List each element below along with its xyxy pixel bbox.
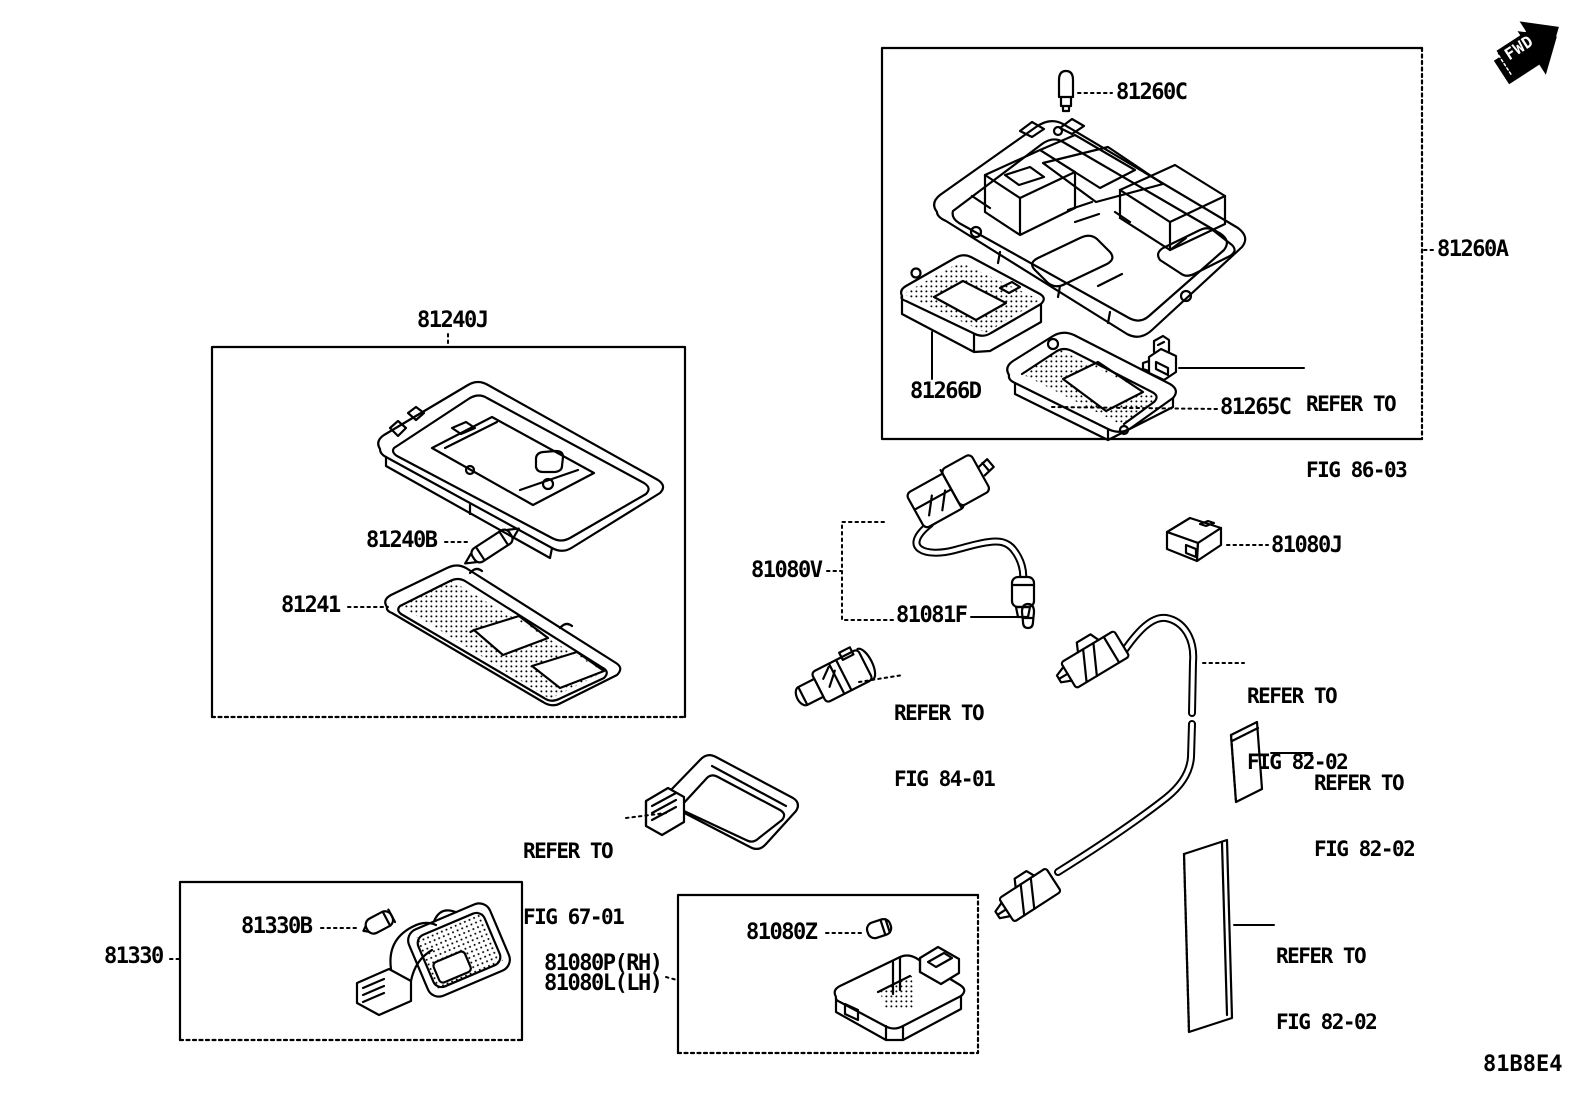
lens-81265C-art	[1006, 331, 1177, 442]
ref-line2: FIG 82-02	[1314, 837, 1416, 861]
ref-line1: REFER TO	[1276, 944, 1367, 968]
part-label-81266D[interactable]: 81266D	[910, 379, 982, 404]
ref-note-fig86-03: REFER TO FIG 86-03	[1306, 349, 1408, 525]
part-label-81330B[interactable]: 81330B	[241, 914, 313, 939]
ref-line1: REFER TO	[894, 701, 985, 725]
part-label-81080V[interactable]: 81080V	[751, 558, 823, 583]
part-label-81265C[interactable]: 81265C	[1220, 395, 1292, 420]
ref-note-fig82-02-harness: REFER TO FIG 82-02	[1247, 641, 1349, 817]
ref-line1: REFER TO	[523, 839, 614, 863]
ref-note-fig67-01: REFER TO FIG 67-01	[523, 796, 625, 972]
ref-line1: REFER TO	[1306, 392, 1397, 416]
panel-fig82-02-art	[1182, 838, 1234, 1034]
part-label-81240J[interactable]: 81240J	[417, 308, 489, 333]
part-label-81260C[interactable]: 81260C	[1116, 80, 1188, 105]
lens-81266D-art	[900, 254, 1045, 354]
part-label-81080Z[interactable]: 81080Z	[746, 920, 818, 945]
part-label-81080L-LH[interactable]: 81080L(LH)	[544, 971, 663, 996]
box-courtesy-lamp-group	[676, 893, 980, 1055]
bulb-81080Z-art	[865, 918, 893, 940]
clip-fig82-02-art	[1229, 720, 1264, 804]
wire-harness-art	[994, 613, 1198, 922]
bulb-81260C-art	[1057, 69, 1075, 113]
part-label-81330[interactable]: 81330	[104, 944, 164, 969]
ref-line2: FIG 82-02	[1247, 750, 1349, 774]
ref-line2: FIG 67-01	[523, 905, 625, 929]
fwd-arrow-icon	[1493, 21, 1559, 85]
ref-line2: FIG 86-03	[1306, 458, 1408, 482]
ref-line2: FIG 82-02	[1276, 1010, 1378, 1034]
box-overhead-console-group	[880, 46, 1424, 441]
lamp-fig67-01-art	[644, 753, 800, 851]
lamp-81080V-art	[906, 454, 1036, 619]
part-label-81241[interactable]: 81241	[281, 593, 341, 618]
bulb-81330B-art	[362, 908, 397, 935]
ref-note-fig82-02-clip: REFER TO FIG 82-02	[1314, 728, 1416, 904]
bulb-81081F-art	[1020, 602, 1036, 630]
ref-line1: REFER TO	[1247, 684, 1338, 708]
part-label-81080P-RH[interactable]: 81080P(RH)	[544, 951, 663, 976]
part-label-81240B[interactable]: 81240B	[366, 528, 438, 553]
connector-81080J-art	[1165, 516, 1223, 563]
lamp-81080PL-art	[833, 945, 966, 1042]
lens-81241-art	[384, 564, 622, 707]
ref-line1: REFER TO	[1314, 771, 1405, 795]
part-label-81080J[interactable]: 81080J	[1271, 533, 1343, 558]
dome-lamp-housing-art	[377, 380, 665, 560]
ref-note-fig84-01: REFER TO FIG 84-01	[894, 658, 996, 834]
box-luggage-lamp-group	[178, 880, 524, 1042]
leader-lines	[169, 92, 1437, 981]
part-label-81260A[interactable]: 81260A	[1437, 237, 1509, 262]
overhead-console-art	[933, 117, 1247, 338]
connector-fig86-03-art	[1141, 334, 1178, 382]
ref-note-fig82-02-panel: REFER TO FIG 82-02	[1276, 901, 1378, 1077]
bulb-81240B-art	[464, 527, 520, 565]
box-dome-lamp-group	[210, 345, 687, 719]
diagram-code: 81B8E4	[1483, 1052, 1563, 1077]
part-label-81081F[interactable]: 81081F	[896, 603, 968, 628]
lamp-81330-art	[355, 902, 511, 1017]
socket-fig84-01-art	[794, 646, 877, 707]
ref-line2: FIG 84-01	[894, 767, 996, 791]
